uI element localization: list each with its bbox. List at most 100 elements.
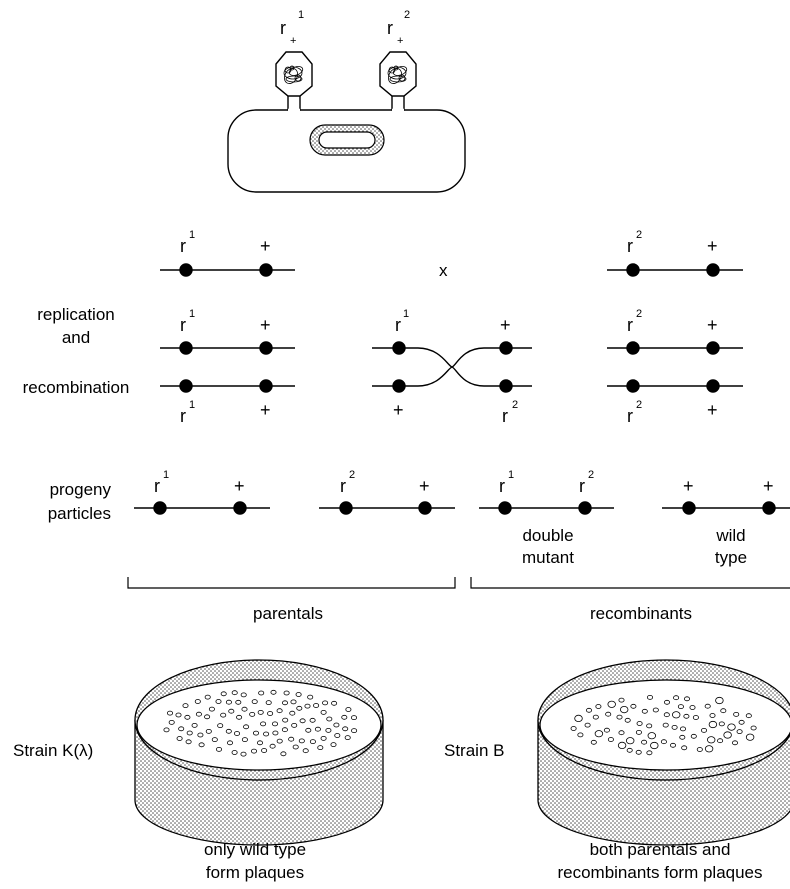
- plaque: [679, 734, 686, 740]
- group-brackets: [127, 577, 790, 589]
- plaque: [265, 700, 272, 705]
- locus-dot: [392, 341, 406, 355]
- plaque: [683, 713, 690, 719]
- plaque: [236, 714, 243, 720]
- locus-dot: [259, 341, 273, 355]
- parent2-gene-a-sup: 2: [636, 229, 642, 241]
- rep-mid-bottom-b: r: [502, 406, 508, 426]
- double-mutant-caption-line2: mutant: [522, 548, 574, 567]
- strain-k-caption-line1: only wild type: [204, 840, 306, 859]
- plaque: [715, 696, 724, 705]
- locus-dot: [682, 501, 696, 515]
- plaque: [664, 699, 671, 705]
- plaque: [260, 721, 267, 727]
- locus-dot: [626, 341, 640, 355]
- progeny-p3-b: r: [579, 476, 585, 496]
- plaque: [228, 708, 235, 714]
- progeny-p1-a: r: [154, 476, 160, 496]
- progeny-p2-a: r: [340, 476, 346, 496]
- plaque: [191, 723, 198, 728]
- plaque: [249, 712, 256, 717]
- plaque: [350, 715, 357, 720]
- plaque: [626, 737, 635, 745]
- replication-right-pair: [607, 341, 743, 393]
- infected-bacterium: r + 1 r + 2: [227, 9, 466, 193]
- plaque: [263, 731, 270, 737]
- parent1-gene-a-sup: 1: [189, 229, 195, 241]
- locus-dot: [153, 501, 167, 515]
- plaque: [292, 744, 299, 750]
- plaque: [586, 707, 593, 713]
- plaque: [276, 738, 283, 744]
- locus-dot: [179, 263, 193, 277]
- plaque: [302, 748, 309, 754]
- plaque: [186, 730, 193, 736]
- plaque: [577, 732, 584, 738]
- phage-head-left: [275, 51, 313, 97]
- plaque: [176, 736, 183, 741]
- plaque: [704, 703, 711, 709]
- plaque: [204, 714, 211, 720]
- locus-dot: [233, 501, 247, 515]
- plaque: [684, 696, 691, 702]
- plaque: [282, 717, 289, 723]
- locus-dot: [418, 501, 432, 515]
- plaque: [671, 725, 678, 730]
- progeny-p3-a: r: [499, 476, 505, 496]
- plaque: [681, 745, 688, 751]
- parent1-gene-a: r: [180, 236, 186, 256]
- plaque: [708, 720, 718, 729]
- plaque: [650, 741, 659, 750]
- rep-left-bottom-b: +: [260, 400, 271, 420]
- plaque: [636, 721, 643, 726]
- plaques-b: [570, 695, 757, 756]
- plaque: [727, 723, 736, 731]
- plaque: [720, 708, 727, 714]
- plaque: [594, 730, 604, 738]
- plaque: [241, 737, 248, 742]
- plaque: [272, 730, 279, 736]
- plaque: [163, 727, 170, 733]
- plaque: [624, 717, 631, 723]
- progeny-p1-b: +: [234, 476, 245, 496]
- phage-label-right: r: [387, 18, 393, 38]
- strain-k-label: Strain K(λ): [13, 741, 93, 760]
- plaque: [341, 714, 348, 720]
- plaque: [334, 733, 341, 738]
- plaque: [231, 750, 238, 755]
- locus-dot: [499, 379, 513, 393]
- plaque: [258, 690, 265, 696]
- plaque: [267, 711, 274, 716]
- plaque: [745, 733, 755, 741]
- plaque: [178, 726, 185, 732]
- plaque: [283, 690, 290, 696]
- locus-dot: [706, 341, 720, 355]
- plaque: [261, 748, 268, 753]
- plaque: [205, 729, 212, 734]
- plaque: [233, 731, 240, 736]
- progeny-p2-a-sup: 2: [349, 469, 355, 481]
- plaque: [208, 706, 215, 712]
- rep-right-top-a: r: [627, 315, 633, 335]
- plaque: [584, 722, 591, 728]
- plaque: [680, 726, 687, 732]
- parent2-gene-a: r: [627, 236, 633, 256]
- plaque: [646, 723, 653, 729]
- plaque: [166, 710, 173, 716]
- plaque: [252, 730, 259, 736]
- rep-mid-top-a: r: [395, 315, 401, 335]
- rep-mid-top-b: +: [500, 315, 511, 335]
- plaque: [276, 708, 283, 714]
- plaque: [704, 745, 714, 753]
- plaque: [641, 708, 648, 714]
- plate-strain-k: [134, 659, 384, 846]
- rep-left-bottom-a: r: [180, 406, 186, 426]
- plaque: [291, 723, 298, 728]
- cross-row: [160, 263, 743, 277]
- plaque: [182, 703, 189, 708]
- plate-strain-b: [537, 659, 790, 846]
- progeny-label-line1: progeny: [50, 480, 112, 499]
- plaque: [225, 699, 232, 705]
